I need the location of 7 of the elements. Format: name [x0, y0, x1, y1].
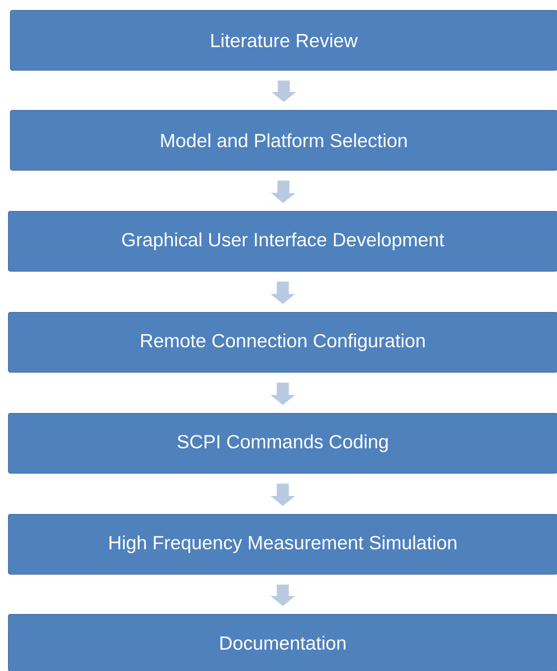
process-box: Documentation — [8, 614, 557, 671]
process-box: Graphical User Interface Development — [8, 211, 557, 272]
process-box: Remote Connection Configuration — [8, 312, 557, 373]
process-box: SCPI Commands Coding — [8, 413, 557, 474]
process-box: High Frequency Measurement Simulation — [8, 514, 557, 575]
process-box: Model and Platform Selection — [10, 110, 557, 171]
process-box: Literature Review — [10, 10, 557, 71]
